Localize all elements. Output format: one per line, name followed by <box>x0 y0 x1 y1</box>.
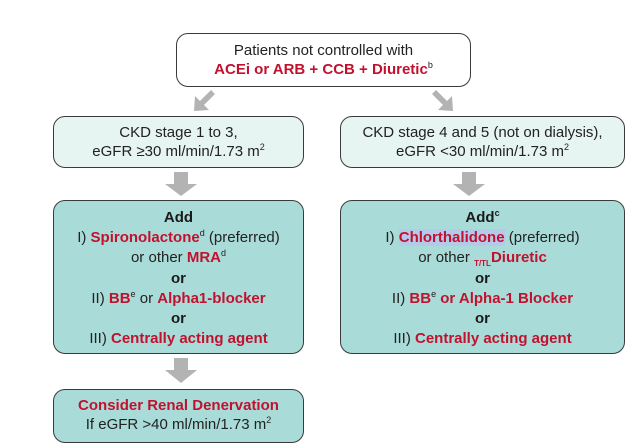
right-option-1b: or other T/TLDiuretic <box>341 248 624 268</box>
triple-therapy-text: ACEi or ARB + CCB + Diuretic <box>214 61 428 78</box>
left-or-2: or <box>171 310 186 328</box>
left-option-1: I) Spironolactoned (preferred) <box>54 228 303 248</box>
right-egfr-sup: 2 <box>563 142 569 152</box>
right-option-3: III) Centrally acting agent <box>341 329 624 349</box>
arrow-left-stage-to-add <box>165 172 197 196</box>
left-opt2-sup: e <box>130 288 136 299</box>
right-opt1b-sub: T/TL <box>474 259 491 269</box>
alpha1-blocker-text: Alpha1-blocker <box>157 289 266 307</box>
top-line2: ACEi or ARB + CCB + Diureticb <box>177 60 470 79</box>
left-bb-text: BB <box>108 289 131 307</box>
arrow-top-left <box>194 90 215 111</box>
right-egfr-text: eGFR <30 ml/min/1.73 m <box>396 143 564 160</box>
left-opt2-mid: or <box>135 289 158 307</box>
left-opt1-sup: d <box>199 228 205 239</box>
mra-text: MRA <box>186 249 222 267</box>
left-stage-line1: CKD stage 1 to 3, <box>119 124 238 141</box>
arrow-right-stage-to-add <box>453 172 485 196</box>
right-opt1-prefix: I) <box>385 229 399 247</box>
renal-denervation-box: Consider Renal Denervation If eGFR >40 m… <box>53 389 304 443</box>
right-bb-text: BB <box>409 289 432 307</box>
left-option-2: II) BBe or Alpha1-blocker <box>54 289 303 309</box>
right-option-1: I) Chlorthalidone (preferred) <box>341 228 624 248</box>
right-central-agent-text: Centrally acting agent <box>414 330 572 348</box>
right-opt2-prefix: II) <box>391 289 410 307</box>
right-opt1b-pre: or other <box>418 249 475 267</box>
right-option-2: II) BBe or Alpha-1 Blocker <box>341 289 624 309</box>
left-stage-line2: eGFR ≥30 ml/min/1.73 m2 <box>54 142 303 161</box>
ckd-stage-4-5-box: CKD stage 4 and 5 (not on dialysis), eGF… <box>340 116 625 168</box>
left-egfr-sup: 2 <box>259 142 265 152</box>
arrow-left-add-to-renal <box>165 358 197 383</box>
left-central-agent-text: Centrally acting agent <box>110 330 268 348</box>
left-or-1: or <box>171 269 186 287</box>
alpha-1-blocker-text: or Alpha-1 Blocker <box>436 289 574 307</box>
spironolactone-text: Spironolactone <box>90 229 200 247</box>
diuretic-text: Diuretic <box>490 249 547 267</box>
right-stage-line1: CKD stage 4 and 5 (not on dialysis), <box>362 124 603 141</box>
left-opt3-prefix: III) <box>89 330 111 348</box>
uncontrolled-patients-box: Patients not controlled with ACEi or ARB… <box>176 33 471 87</box>
right-opt2-sup: e <box>431 288 437 299</box>
left-add-therapy-box: Add I) Spironolactoned (preferred) or ot… <box>53 200 304 354</box>
renal-line2: If eGFR >40 ml/min/1.73 m2 <box>54 415 303 434</box>
left-option-3: III) Centrally acting agent <box>54 329 303 349</box>
top-line1: Patients not controlled with <box>233 42 414 59</box>
ckd-stage-1-3-box: CKD stage 1 to 3, eGFR ≥30 ml/min/1.73 m… <box>53 116 304 168</box>
right-add-heading: Addc <box>341 208 624 228</box>
right-add-sup: c <box>494 208 500 218</box>
left-opt1-prefix: I) <box>77 229 91 247</box>
arrow-top-right <box>432 90 453 111</box>
right-opt1-suffix: (preferred) <box>504 229 580 247</box>
renal-egfr-sup: 2 <box>266 415 272 425</box>
right-or-2: or <box>475 310 490 328</box>
left-egfr-text: eGFR ≥30 ml/min/1.73 m <box>92 143 260 160</box>
renal-title: Consider Renal Denervation <box>78 397 279 414</box>
left-option-1b: or other MRAd <box>54 248 303 268</box>
right-or-1: or <box>475 269 490 287</box>
footnote-b: b <box>427 60 433 70</box>
left-opt1b-sup: d <box>221 248 227 259</box>
left-opt1-suffix: (preferred) <box>204 229 280 247</box>
right-add-text: Add <box>465 209 495 226</box>
renal-egfr-text: If eGFR >40 ml/min/1.73 m <box>85 416 267 433</box>
chlorthalidone-text: Chlorthalidone <box>398 229 505 247</box>
left-add-heading: Add <box>163 209 194 226</box>
right-add-therapy-box: Addc I) Chlorthalidone (preferred) or ot… <box>340 200 625 354</box>
left-opt2-prefix: II) <box>91 289 109 307</box>
left-opt1b-pre: or other <box>130 249 187 267</box>
right-stage-line2: eGFR <30 ml/min/1.73 m2 <box>341 142 624 161</box>
right-opt3-prefix: III) <box>393 330 415 348</box>
